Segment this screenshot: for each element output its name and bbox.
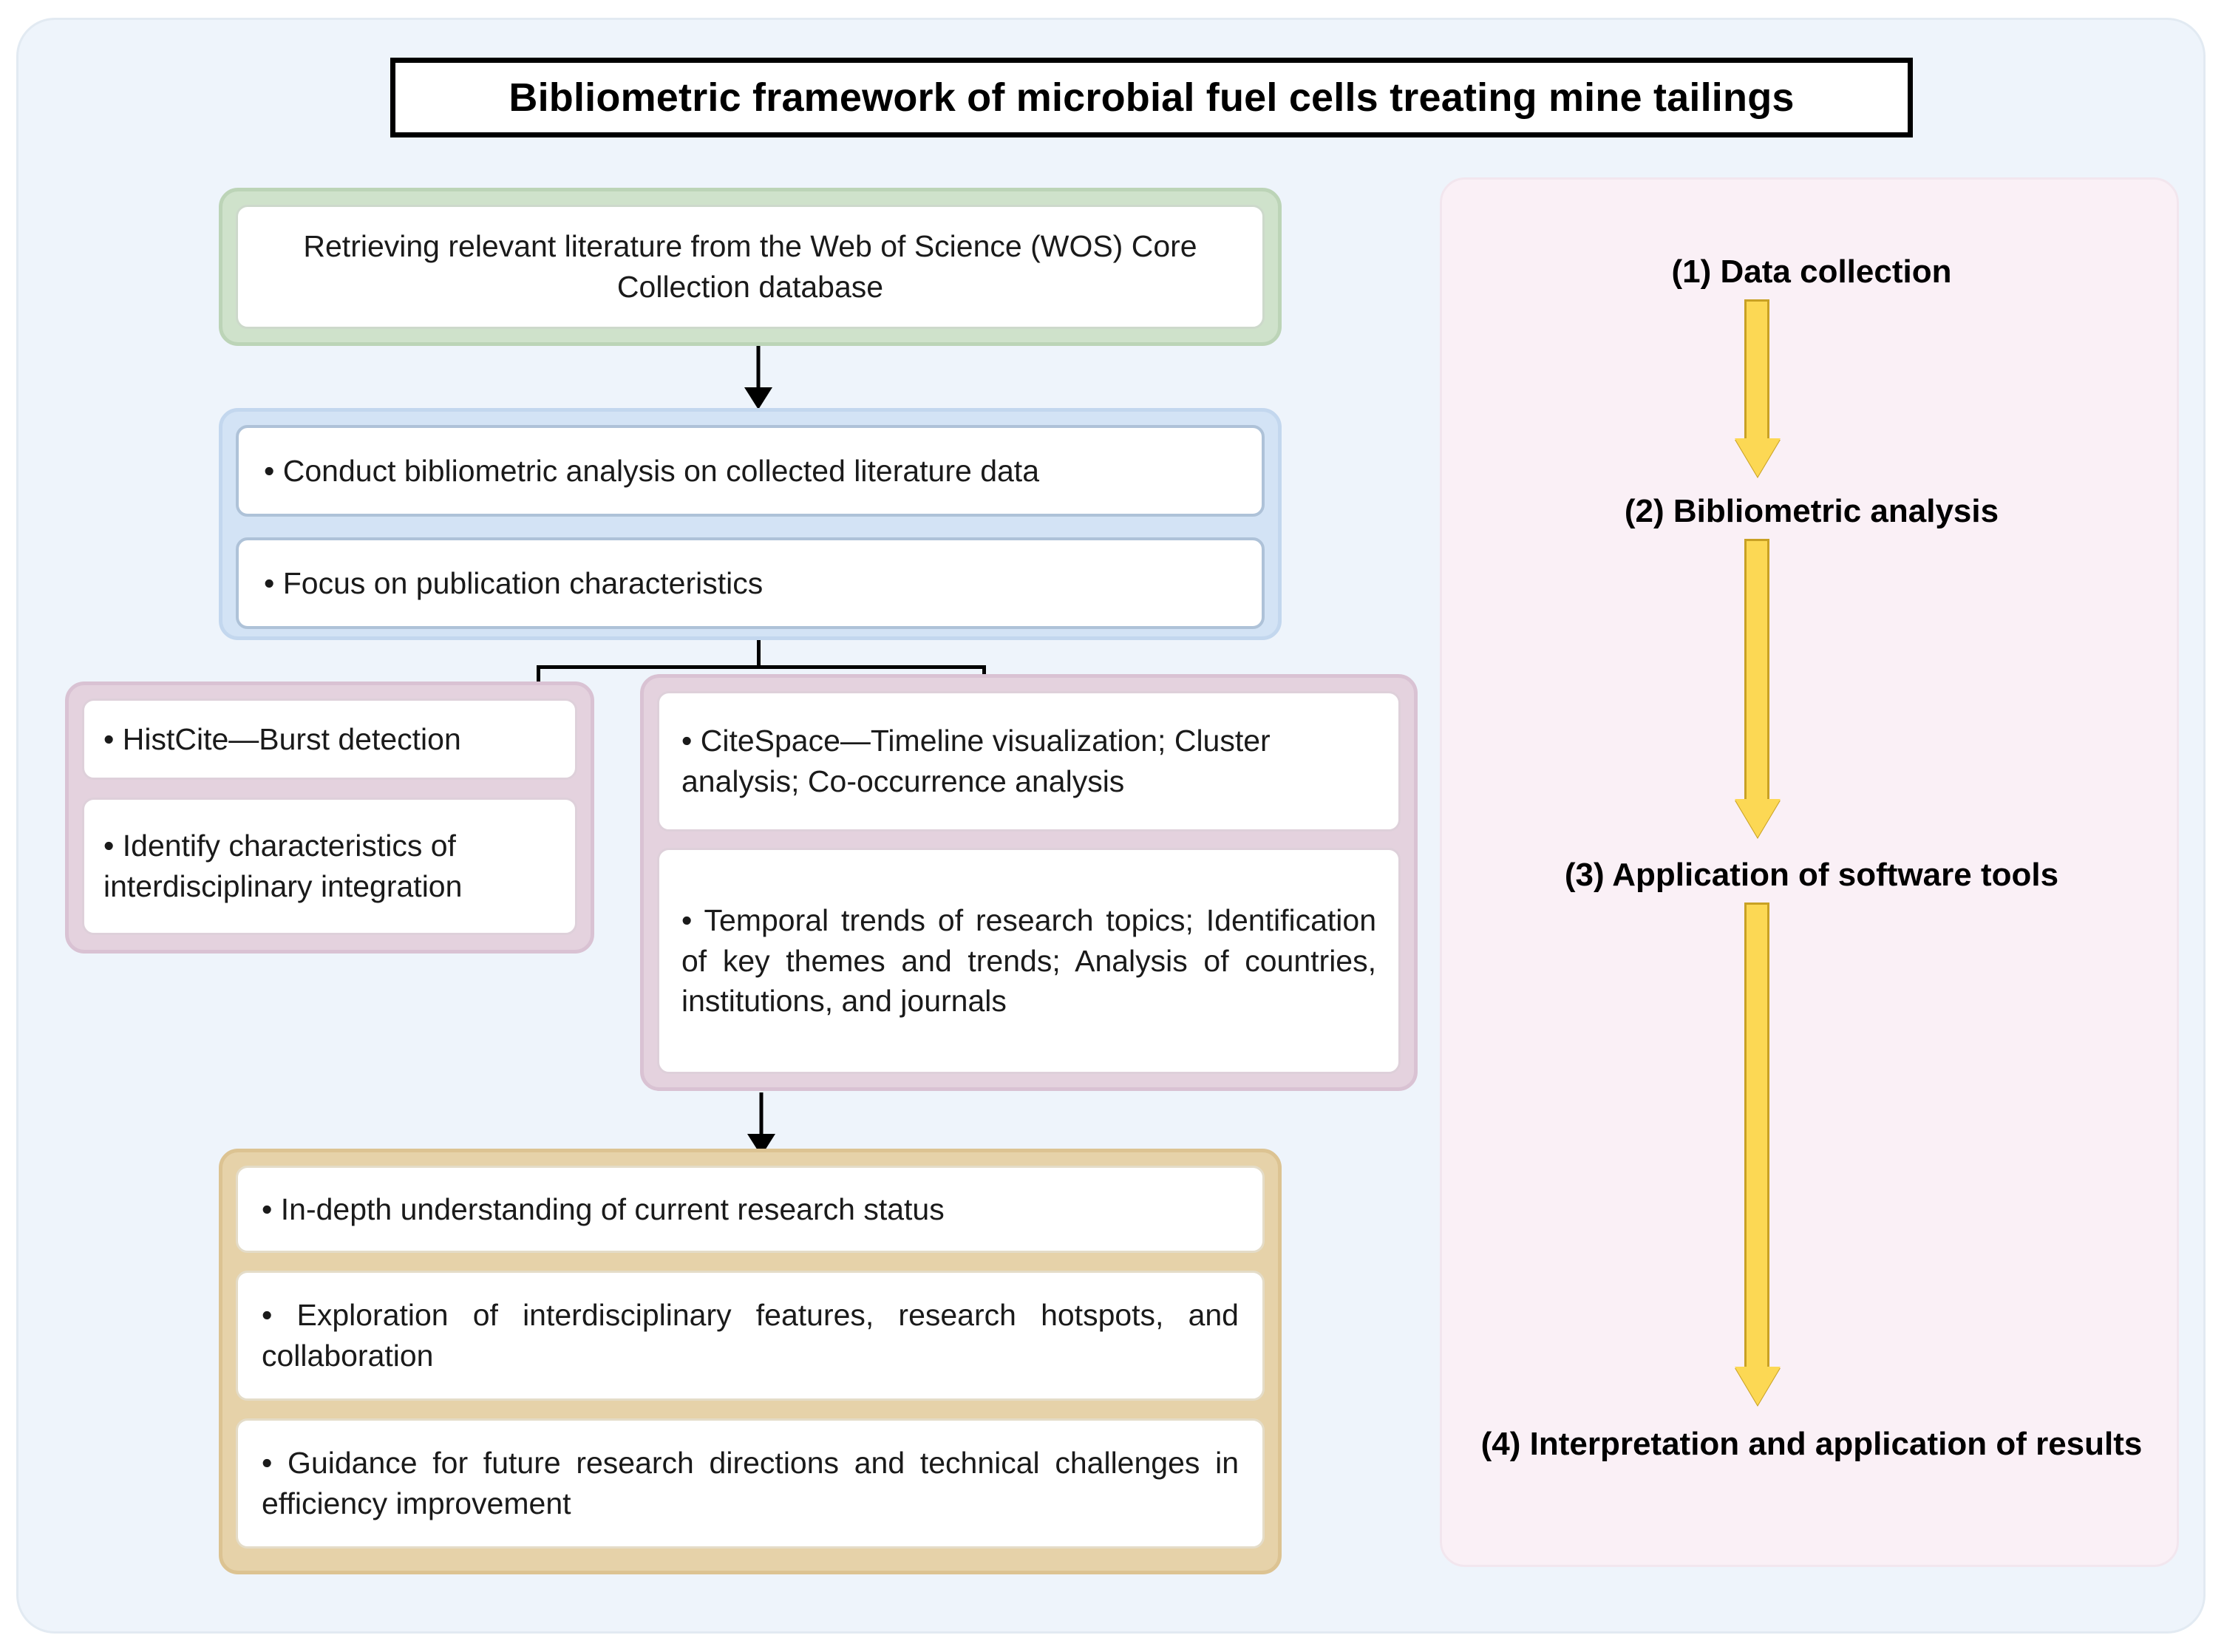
stage-arrow-1-to-2 (1735, 299, 1781, 477)
branch-bar (537, 665, 986, 669)
arrow-head-icon (1735, 438, 1781, 477)
bibliometric-analysis-group: • Conduct bibliometric analysis on colle… (219, 408, 1282, 640)
card-publication-characteristics: • Focus on publication characteristics (236, 537, 1265, 629)
card-citespace-outputs: • Temporal trends of research topics; Id… (657, 848, 1401, 1074)
card-text: • Temporal trends of research topics; Id… (681, 903, 1376, 1019)
arrow-head-icon (1735, 1367, 1781, 1405)
stage-arrow-2-to-3 (1735, 539, 1781, 837)
card-text: • Identify characteristics of interdisci… (103, 829, 463, 903)
data-retrieval-group: Retrieving relevant literature from the … (219, 188, 1282, 346)
card-future-directions: • Guidance for future research direction… (236, 1418, 1265, 1549)
card-interdisciplinary-exploration: • Exploration of interdisciplinary featu… (236, 1271, 1265, 1401)
stage-label-1: (1) Data collection (1671, 254, 1952, 290)
arrow-head-icon (1735, 799, 1781, 837)
arrow-retrieval-to-analysis (744, 346, 773, 409)
card-histcite-burst-detection: • HistCite—Burst detection (82, 698, 577, 780)
card-conduct-analysis: • Conduct bibliometric analysis on colle… (236, 425, 1265, 517)
card-interdisciplinary-integration: • Identify characteristics of interdisci… (82, 798, 577, 935)
branch-stem (757, 640, 761, 668)
arrow-stem (1744, 903, 1769, 1368)
stage-label-4: (4) Interpretation and application of re… (1480, 1426, 2143, 1462)
arrow-stem (1744, 539, 1769, 800)
outcomes-group: • In-depth understanding of current rese… (219, 1149, 1282, 1574)
arrow-stem (1744, 299, 1769, 440)
arrow-stem (756, 346, 761, 389)
workflow-stages-panel: (1) Data collection (2) Bibliometric ana… (1440, 177, 2179, 1567)
citespace-group: • CiteSpace—Timeline visualization; Clus… (640, 674, 1418, 1091)
card-text: • Focus on publication characteristics (264, 565, 764, 600)
card-text: • HistCite—Burst detection (103, 721, 461, 756)
card-citespace-tools: • CiteSpace—Timeline visualization; Clus… (657, 691, 1401, 832)
card-text: • Guidance for future research direction… (262, 1446, 1239, 1520)
card-text: • In-depth understanding of current rese… (262, 1192, 945, 1226)
stage-arrow-3-to-4 (1735, 903, 1781, 1405)
page-title: Bibliometric framework of microbial fuel… (509, 75, 1795, 120)
card-text: Retrieving relevant literature from the … (303, 229, 1197, 304)
stage-label-3: (3) Application of software tools (1564, 857, 2059, 893)
card-research-status: • In-depth understanding of current rese… (236, 1166, 1265, 1253)
card-data-retrieval: Retrieving relevant literature from the … (236, 205, 1265, 329)
arrow-stem (759, 1092, 764, 1135)
figure-title-banner: Bibliometric framework of microbial fuel… (390, 58, 1913, 137)
card-text: • Conduct bibliometric analysis on colle… (264, 453, 1040, 488)
card-text: • CiteSpace—Timeline visualization; Clus… (681, 724, 1271, 798)
card-text: • Exploration of interdisciplinary featu… (262, 1298, 1239, 1373)
arrow-citespace-to-outcomes (747, 1092, 776, 1156)
stage-label-2: (2) Bibliometric analysis (1624, 493, 1999, 529)
histcite-group: • HistCite—Burst detection • Identify ch… (65, 681, 594, 954)
arrow-head-icon (744, 387, 772, 409)
